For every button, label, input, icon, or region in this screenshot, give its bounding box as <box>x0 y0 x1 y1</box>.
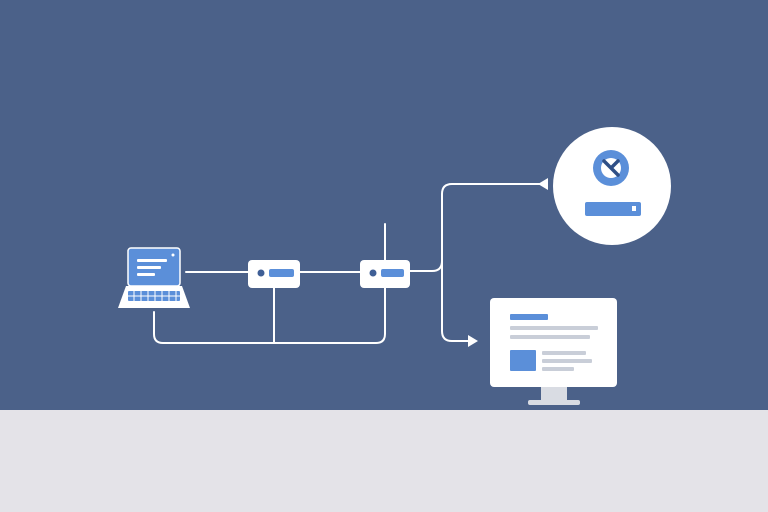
edge-switch-2-monitor <box>441 260 469 342</box>
connections <box>153 183 541 344</box>
arrow-head-server <box>538 178 548 190</box>
switch-icon[interactable] <box>360 260 410 288</box>
laptop-camera-dot <box>171 253 175 257</box>
monitor-text-line-5 <box>542 367 574 371</box>
switch-2-port-bar <box>381 269 404 277</box>
laptop-screen-line-2 <box>137 266 161 269</box>
laptop-screen-line-3 <box>137 273 155 276</box>
monitor-title-bar <box>510 314 548 320</box>
switch-icon[interactable] <box>248 260 300 288</box>
laptop-screen-line-1 <box>137 259 167 262</box>
laptop-keys <box>128 291 180 301</box>
blocked-server-icon[interactable] <box>553 127 671 245</box>
switch-1-port-bar <box>269 269 294 277</box>
switch-2-led <box>369 269 377 277</box>
blocked-server-unit <box>585 202 641 216</box>
monitor-text-line-2 <box>510 335 590 339</box>
monitor-icon[interactable] <box>490 298 617 405</box>
monitor-text-line-3 <box>542 351 586 355</box>
edge-switch-2-blocked-server <box>409 183 541 272</box>
monitor-text-line-1 <box>510 326 598 330</box>
blocked-server-circle <box>553 127 671 245</box>
monitor-screen <box>490 298 617 387</box>
blocked-server-unit-indicator <box>632 206 636 211</box>
monitor-neck <box>541 387 567 400</box>
floor-panel <box>0 410 768 512</box>
arrow-heads <box>468 178 548 347</box>
switch-1-led <box>257 269 265 277</box>
monitor-stand <box>528 400 580 405</box>
arrow-head-monitor <box>468 335 478 347</box>
laptop-icon[interactable] <box>118 247 190 308</box>
monitor-text-line-4 <box>542 359 592 363</box>
blocked-symbol-mark <box>602 159 620 177</box>
edge-laptop-loop <box>153 223 386 344</box>
monitor-image-block <box>510 350 536 371</box>
